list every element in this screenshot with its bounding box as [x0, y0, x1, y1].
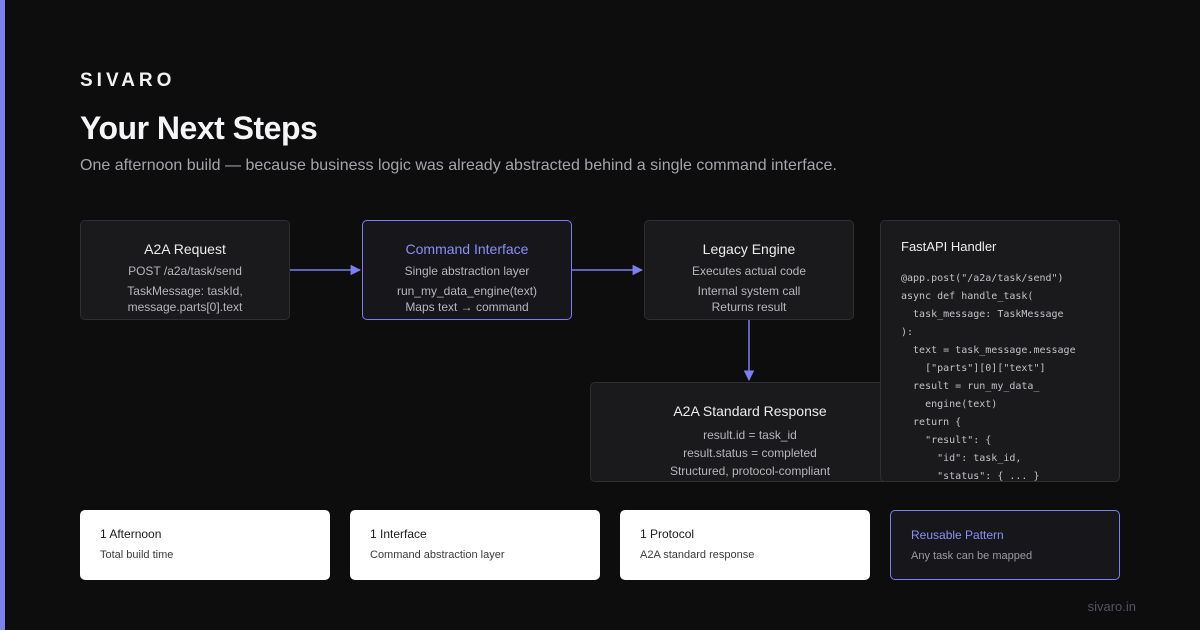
brand-logo: SIVARO — [80, 70, 176, 91]
stat-title: 1 Protocol — [640, 527, 695, 541]
node-title: A2A Standard Response — [673, 403, 827, 419]
code-line: ["parts"][0]["text"] — [901, 363, 1046, 374]
code-line: return { — [901, 417, 962, 428]
node-a2a-request: A2A Request POST /a2a/task/send TaskMess… — [80, 220, 290, 320]
code-panel-fastapi-handler: FastAPI Handler @app.post("/a2a/task/sen… — [880, 220, 1120, 482]
node-title: Legacy Engine — [702, 241, 796, 257]
code-line: "id": task_id, — [901, 453, 1022, 464]
stat-description: Any task can be mapped — [911, 550, 1033, 562]
node-line: Maps text → command — [405, 300, 529, 314]
node-legacy-engine: Legacy Engine Executes actual code Inter… — [644, 220, 854, 320]
code-line: async def handle_task( — [901, 291, 1034, 302]
code-panel-title: FastAPI Handler — [901, 239, 997, 254]
node-line: Returns result — [711, 300, 787, 314]
stat-description: Total build time — [100, 549, 174, 561]
stat-title: 1 Afternoon — [100, 527, 162, 541]
code-line: "result": { — [901, 435, 992, 446]
stat-card-reusable-pattern: Reusable Pattern Any task can be mapped — [890, 510, 1120, 580]
node-title: A2A Request — [144, 241, 226, 257]
code-line: engine(text) — [901, 399, 998, 410]
node-line: run_my_data_engine(text) — [396, 284, 538, 298]
node-line: message.parts[0].text — [127, 300, 243, 314]
node-line: POST /a2a/task/send — [128, 264, 242, 278]
node-line: TaskMessage: taskId, — [127, 284, 243, 298]
stat-title: 1 Interface — [370, 527, 427, 541]
node-a2a-standard-response: A2A Standard Response result.id = task_i… — [590, 382, 910, 482]
stat-title: Reusable Pattern — [911, 528, 1004, 542]
page-title: Your Next Steps — [80, 110, 318, 146]
code-line: "status": { ... } — [901, 471, 1040, 482]
code-line: result = run_my_data_ — [901, 381, 1040, 392]
code-line: text = task_message.message — [901, 345, 1076, 356]
left-accent-bar — [0, 0, 5, 630]
node-line: Single abstraction layer — [404, 264, 530, 278]
footer-url: sivaro.in — [1087, 599, 1136, 614]
stat-description: Command abstraction layer — [370, 549, 505, 561]
node-line: Executes actual code — [691, 264, 807, 278]
node-line: result.status = completed — [683, 446, 817, 460]
code-line: ): — [901, 327, 914, 338]
stat-card-protocol: 1 Protocol A2A standard response — [620, 510, 870, 580]
code-line: @app.post("/a2a/task/send") — [901, 273, 1064, 284]
node-line: Internal system call — [697, 284, 801, 298]
stat-description: A2A standard response — [640, 549, 755, 561]
page-subtitle: One afternoon build — because business l… — [80, 157, 837, 174]
node-title: Command Interface — [405, 241, 529, 257]
code-line: task_message: TaskMessage — [901, 309, 1064, 320]
node-line: result.id = task_id — [703, 428, 797, 442]
stat-card-afternoon: 1 Afternoon Total build time — [80, 510, 330, 580]
stat-card-interface: 1 Interface Command abstraction layer — [350, 510, 600, 580]
node-command-interface: Command Interface Single abstraction lay… — [362, 220, 572, 320]
node-line: Structured, protocol-compliant — [669, 464, 831, 478]
